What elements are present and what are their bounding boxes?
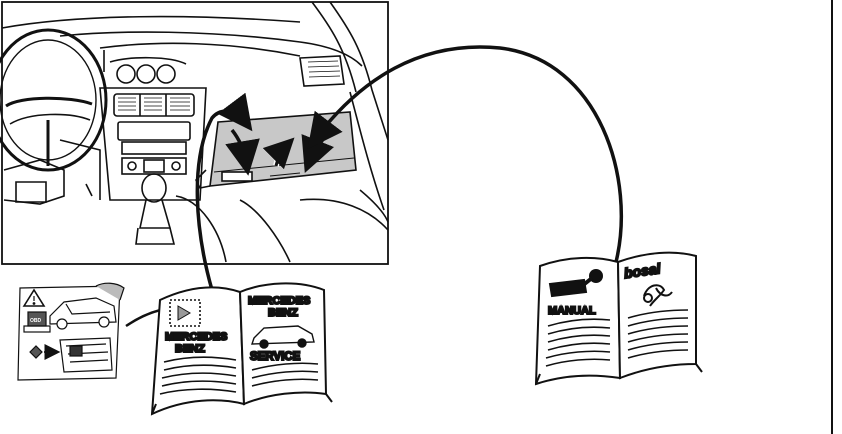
left-page-label-mercedes: MERCEDES <box>165 331 227 343</box>
right-page-label-service: SERVICE <box>250 351 301 363</box>
manual-label: MANUAL <box>548 305 596 317</box>
instruction-panel: OBD <box>18 283 124 380</box>
right-page-label-benz: BENZ <box>268 307 298 319</box>
right-page-label-mercedes: MERCEDES <box>248 295 310 307</box>
obd-tag: OBD <box>30 318 42 324</box>
mercedes-service-book: MERCEDES BENZ MERCEDES BENZ SERVICE <box>152 283 332 414</box>
left-page-label-benz: BENZ <box>175 343 205 355</box>
bosal-manual-book: MANUAL bosal <box>536 253 702 384</box>
car-interior-illustration <box>0 2 388 264</box>
